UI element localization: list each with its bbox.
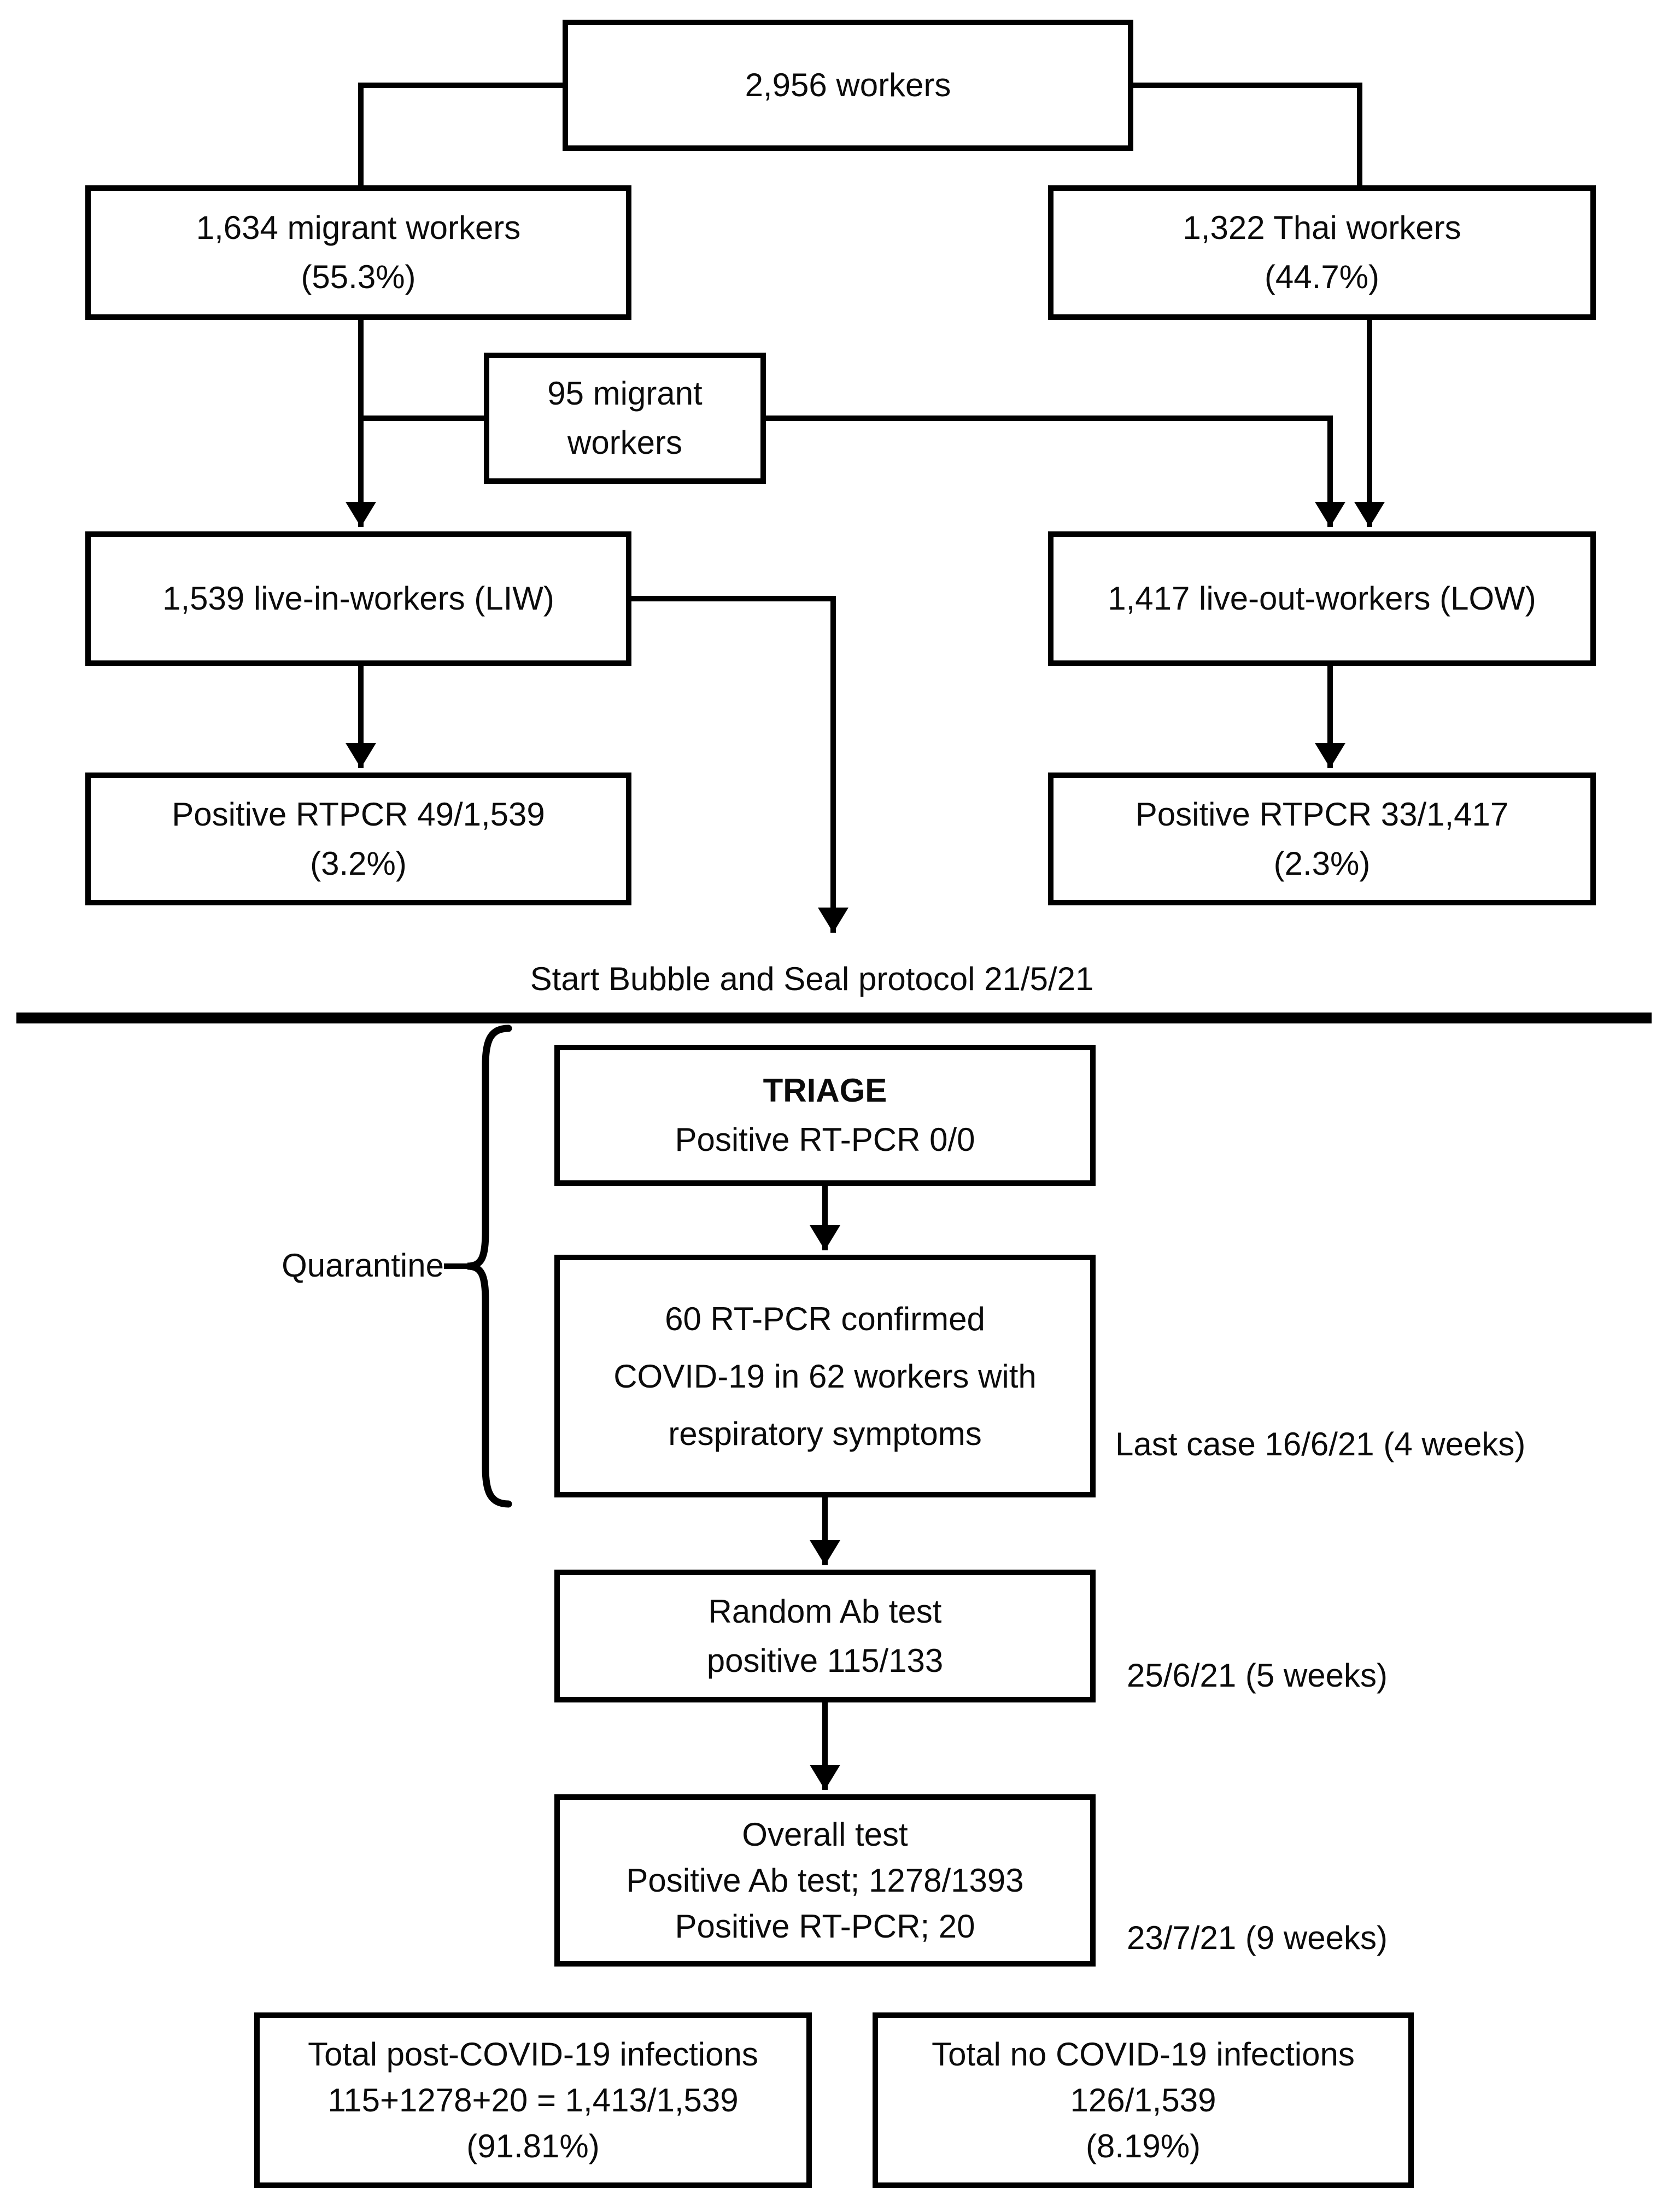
random-ab-test-line1: Random Ab test bbox=[708, 1593, 942, 1630]
total-no-infections-line1: Total no COVID-19 infections bbox=[932, 2035, 1355, 2073]
overall-test-line3: Positive RT-PCR; 20 bbox=[675, 1907, 975, 1945]
total-post-infections-box: Total post-COVID-19 infections 115+1278+… bbox=[254, 2012, 812, 2188]
connector-total-to-migrant bbox=[358, 83, 563, 185]
overall-test-box: Overall test Positive Ab test; 1278/1393… bbox=[554, 1794, 1096, 1967]
total-no-infections-box: Total no COVID-19 infections 126/1,539 (… bbox=[873, 2012, 1414, 2188]
thai-workers-box: 1,322 Thai workers (44.7%) bbox=[1048, 185, 1596, 320]
confirmed-cases-line2: COVID-19 in 62 workers with bbox=[613, 1357, 1037, 1395]
overall-test-date-note: 23/7/21 (9 weeks) bbox=[1127, 1920, 1388, 1956]
total-workers-box: 2,956 workers bbox=[563, 20, 1133, 151]
triage-subtitle: Positive RT-PCR 0/0 bbox=[675, 1121, 975, 1158]
live-out-workers-box: 1,417 live-out-workers (LOW) bbox=[1048, 531, 1596, 666]
total-post-infections-line3: (91.81%) bbox=[466, 2127, 600, 2164]
total-no-infections-line3: (8.19%) bbox=[1085, 2127, 1201, 2164]
quarantine-brace-icon bbox=[467, 1025, 512, 1508]
connector-total-to-thai bbox=[1133, 83, 1362, 185]
protocol-start-note: Start Bubble and Seal protocol 21/5/21 bbox=[530, 961, 1094, 997]
quarantine-label: Quarantine bbox=[282, 1247, 444, 1284]
low-positive-rtpcr-count: Positive RTPCR 33/1,417 bbox=[1135, 795, 1509, 833]
total-workers-label: 2,956 workers bbox=[745, 67, 951, 103]
live-out-workers-label: 1,417 live-out-workers (LOW) bbox=[1108, 580, 1536, 617]
migrant-workers-box: 1,634 migrant workers (55.3%) bbox=[85, 185, 631, 320]
transfer-workers-line1: 95 migrant bbox=[547, 375, 703, 412]
migrant-workers-percent: (55.3%) bbox=[301, 259, 416, 295]
confirmed-cases-line3: respiratory symptoms bbox=[668, 1415, 982, 1452]
thai-workers-count: 1,322 Thai workers bbox=[1183, 209, 1461, 246]
triage-box: TRIAGE Positive RT-PCR 0/0 bbox=[554, 1045, 1096, 1186]
random-ab-test-line2: positive 115/133 bbox=[706, 1642, 944, 1679]
live-in-workers-label: 1,539 live-in-workers (LIW) bbox=[162, 580, 554, 617]
overall-test-line2: Positive Ab test; 1278/1393 bbox=[626, 1862, 1024, 1899]
overall-test-line1: Overall test bbox=[742, 1816, 908, 1853]
low-positive-rtpcr-box: Positive RTPCR 33/1,417 (2.3%) bbox=[1048, 773, 1596, 905]
transfer-workers-box: 95 migrant workers bbox=[484, 353, 766, 484]
arrow-transfer-to-low-icon bbox=[766, 416, 1345, 527]
confirmed-cases-line1: 60 RT-PCR confirmed bbox=[665, 1300, 985, 1337]
confirmed-cases-box: 60 RT-PCR confirmed COVID-19 in 62 worke… bbox=[554, 1255, 1096, 1497]
liw-positive-rtpcr-box: Positive RTPCR 49/1,539 (3.2%) bbox=[85, 773, 631, 905]
low-positive-rtpcr-percent: (2.3%) bbox=[1273, 845, 1371, 882]
random-ab-test-box: Random Ab test positive 115/133 bbox=[554, 1570, 1096, 1702]
thai-workers-percent: (44.7%) bbox=[1264, 259, 1380, 295]
total-post-infections-line2: 115+1278+20 = 1,413/1,539 bbox=[327, 2081, 739, 2119]
arrow-liw-to-protocol-icon bbox=[631, 596, 848, 933]
total-post-infections-line1: Total post-COVID-19 infections bbox=[308, 2035, 758, 2073]
total-no-infections-line2: 126/1,539 bbox=[1070, 2081, 1216, 2119]
migrant-workers-count: 1,634 migrant workers bbox=[196, 209, 521, 246]
liw-positive-rtpcr-percent: (3.2%) bbox=[310, 845, 407, 882]
triage-title: TRIAGE bbox=[763, 1072, 887, 1109]
last-case-note: Last case 16/6/21 (4 weeks) bbox=[1115, 1426, 1526, 1462]
random-ab-date-note: 25/6/21 (5 weeks) bbox=[1127, 1657, 1388, 1694]
liw-positive-rtpcr-count: Positive RTPCR 49/1,539 bbox=[172, 795, 545, 833]
transfer-workers-line2: workers bbox=[567, 424, 683, 461]
live-in-workers-box: 1,539 live-in-workers (LIW) bbox=[85, 531, 631, 666]
